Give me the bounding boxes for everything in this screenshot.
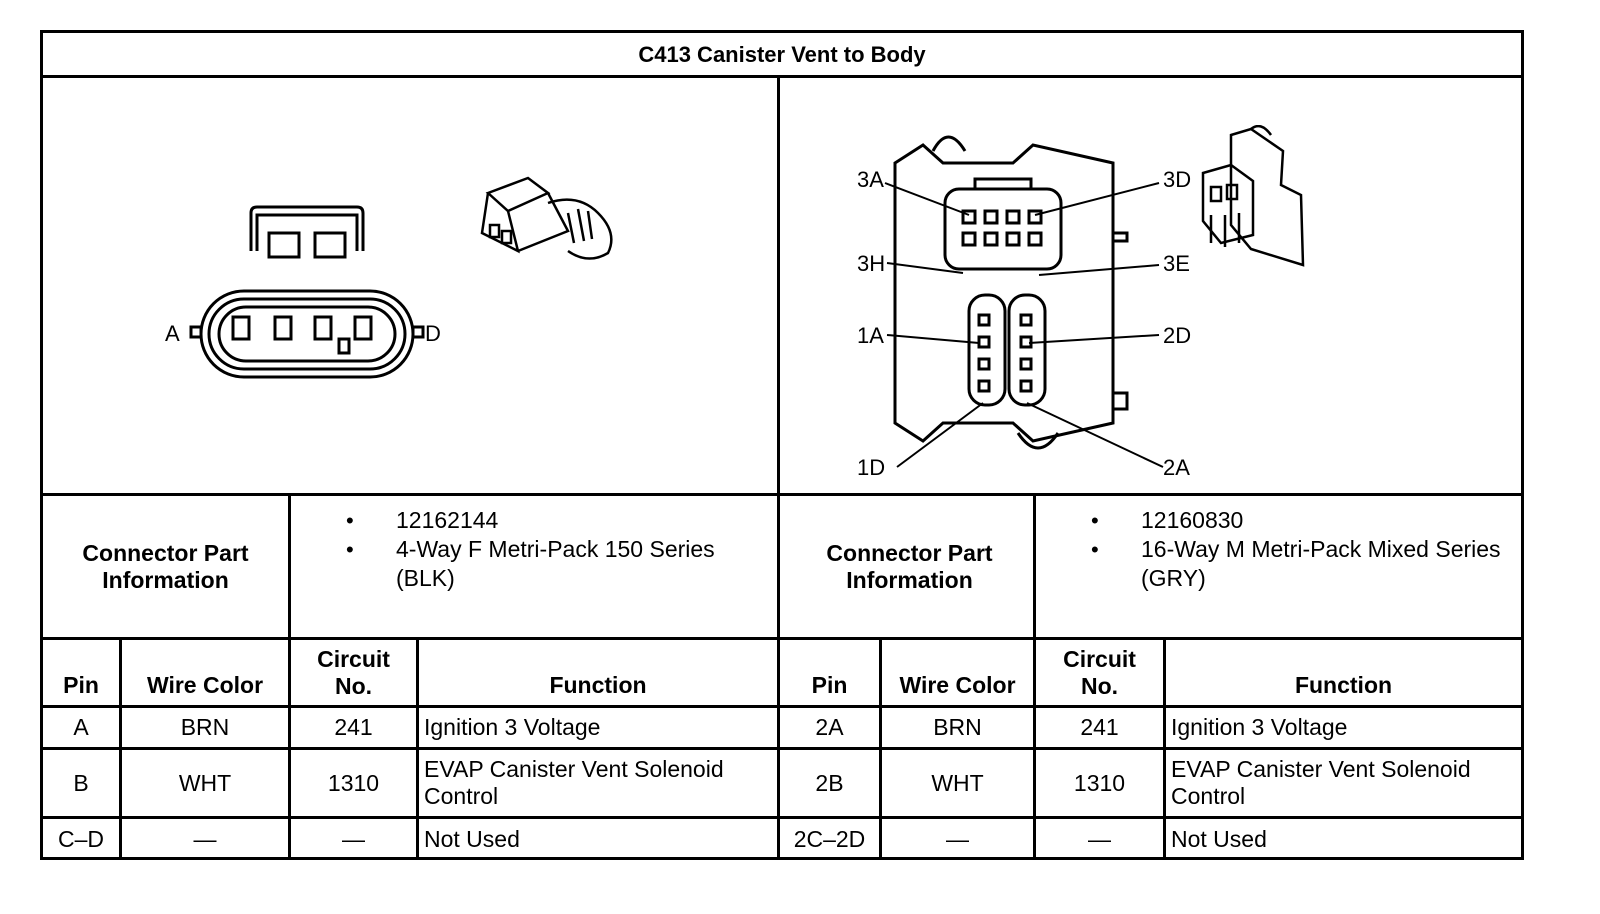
header-function: Function bbox=[1294, 672, 1393, 698]
table-cell: 241 bbox=[1080, 714, 1119, 740]
header-circuit-no: Circuit No. bbox=[1063, 645, 1136, 699]
header-function: Function bbox=[549, 672, 647, 698]
pin-label: 1A bbox=[857, 323, 884, 348]
table-cell: 2C–2D bbox=[793, 825, 866, 852]
table-cell: 1310 bbox=[327, 769, 380, 796]
table-cell: EVAP Canister Vent Solenoid Control bbox=[1171, 756, 1471, 809]
pin-label: 2D bbox=[1163, 323, 1191, 348]
connector-part-info-label: Connector Part Information bbox=[82, 539, 249, 593]
pin-label: A bbox=[165, 321, 180, 346]
divider bbox=[43, 75, 1521, 78]
pin-label: 3H bbox=[857, 251, 885, 276]
pin-label: 2A bbox=[1163, 455, 1190, 480]
list-item: 12160830 bbox=[1091, 506, 1511, 535]
divider bbox=[1033, 493, 1036, 859]
table-cell: C–D bbox=[57, 825, 104, 852]
table-cell: 2A bbox=[815, 714, 844, 740]
connector-isometric-icon bbox=[480, 176, 613, 260]
header-pin: Pin bbox=[63, 672, 99, 698]
page-title: C413 Canister Vent to Body bbox=[638, 41, 926, 67]
divider bbox=[119, 637, 122, 859]
table-cell: — bbox=[193, 825, 217, 852]
list-item: 16-Way M Metri-Pack Mixed Series (GRY) bbox=[1091, 535, 1511, 593]
divider bbox=[43, 816, 1521, 819]
table-cell: BRN bbox=[180, 714, 230, 740]
divider bbox=[879, 637, 882, 859]
connector-part-info-label: Connector Part Information bbox=[826, 539, 993, 593]
table-cell: — bbox=[342, 825, 365, 852]
table-cell: WHT bbox=[178, 769, 232, 796]
divider bbox=[43, 705, 1521, 708]
pin-label: 3E bbox=[1163, 251, 1190, 276]
table-cell: 1310 bbox=[1073, 769, 1126, 796]
header-wire-color: Wire Color bbox=[146, 672, 264, 698]
table-cell: EVAP Canister Vent Solenoid Control bbox=[424, 756, 724, 809]
table-cell: WHT bbox=[931, 769, 984, 796]
list-item: 4-Way F Metri-Pack 150 Series (BLK) bbox=[346, 535, 766, 593]
header-pin: Pin bbox=[811, 672, 848, 698]
table-cell: Ignition 3 Voltage bbox=[1171, 714, 1348, 740]
connector-sheet: C413 Canister Vent to Body A D bbox=[40, 30, 1524, 860]
table-cell: — bbox=[1088, 825, 1111, 852]
table-cell: — bbox=[946, 825, 969, 852]
connector-face-16way: 3A 3D 3H 3E 1A 2D 1D 2A bbox=[857, 135, 1191, 480]
divider bbox=[416, 637, 419, 859]
divider bbox=[43, 493, 1521, 496]
header-wire-color: Wire Color bbox=[899, 672, 1016, 698]
pin-label: 1D bbox=[857, 455, 885, 480]
pin-label: 3A bbox=[857, 167, 884, 192]
pin-label: D bbox=[425, 321, 441, 346]
divider bbox=[43, 637, 1521, 640]
connector-isometric-icon bbox=[1201, 125, 1305, 267]
connector-part-list: 12160830 16-Way M Metri-Pack Mixed Serie… bbox=[1091, 506, 1511, 593]
divider bbox=[1163, 637, 1166, 859]
header-circuit-no: Circuit No. bbox=[317, 645, 390, 699]
list-item: 12162144 bbox=[346, 506, 766, 535]
table-cell: Not Used bbox=[424, 825, 520, 852]
table-cell: Ignition 3 Voltage bbox=[424, 714, 601, 740]
table-cell: A bbox=[73, 714, 89, 740]
pin-label: 3D bbox=[1163, 167, 1191, 192]
connector-face-4way: A D bbox=[165, 205, 441, 379]
table-cell: 2B bbox=[815, 769, 844, 796]
table-cell: Not Used bbox=[1171, 825, 1267, 852]
divider bbox=[288, 493, 291, 859]
divider bbox=[43, 747, 1521, 750]
divider bbox=[777, 75, 780, 859]
table-cell: B bbox=[73, 769, 89, 796]
table-cell: BRN bbox=[933, 714, 982, 740]
table-cell: 241 bbox=[334, 714, 373, 740]
connector-part-list: 12162144 4-Way F Metri-Pack 150 Series (… bbox=[346, 506, 766, 593]
